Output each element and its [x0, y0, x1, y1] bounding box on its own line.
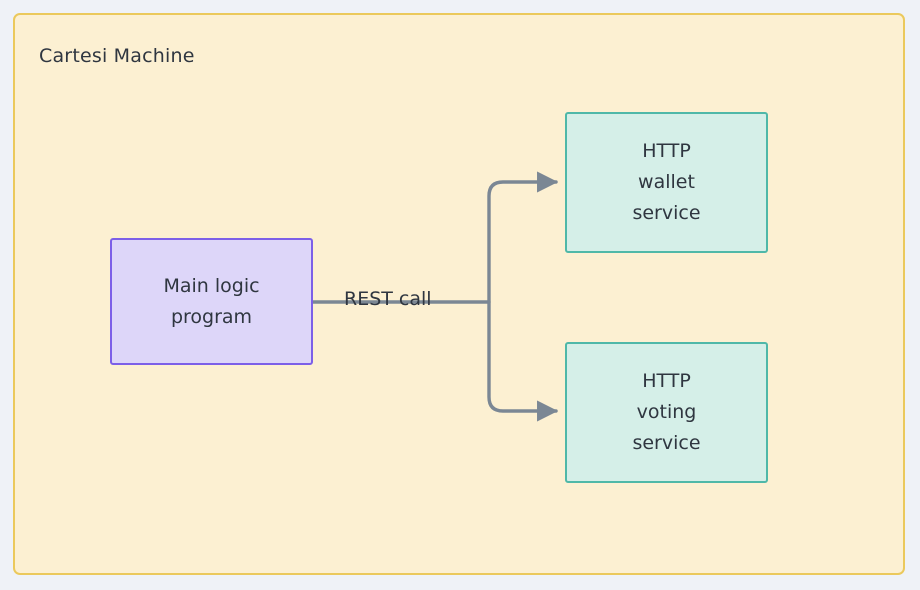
- group-title: Cartesi Machine: [39, 45, 195, 67]
- node-label-line: service: [632, 431, 701, 454]
- node-label-line: program: [170, 305, 253, 328]
- node-label-line: Main logic: [163, 274, 260, 297]
- node-label-line: service: [632, 201, 701, 224]
- node-main-logic-program[interactable]: Main logic program: [110, 238, 313, 365]
- node-label-line: HTTP: [642, 370, 691, 393]
- node-http-voting-service[interactable]: HTTP voting service: [565, 342, 768, 483]
- node-http-wallet-service[interactable]: HTTP wallet service: [565, 112, 768, 253]
- node-label-line: voting: [636, 401, 697, 424]
- node-label-line: HTTP: [642, 140, 691, 163]
- node-label-line: wallet: [638, 171, 695, 194]
- edge-label-rest-call: REST call: [344, 288, 432, 310]
